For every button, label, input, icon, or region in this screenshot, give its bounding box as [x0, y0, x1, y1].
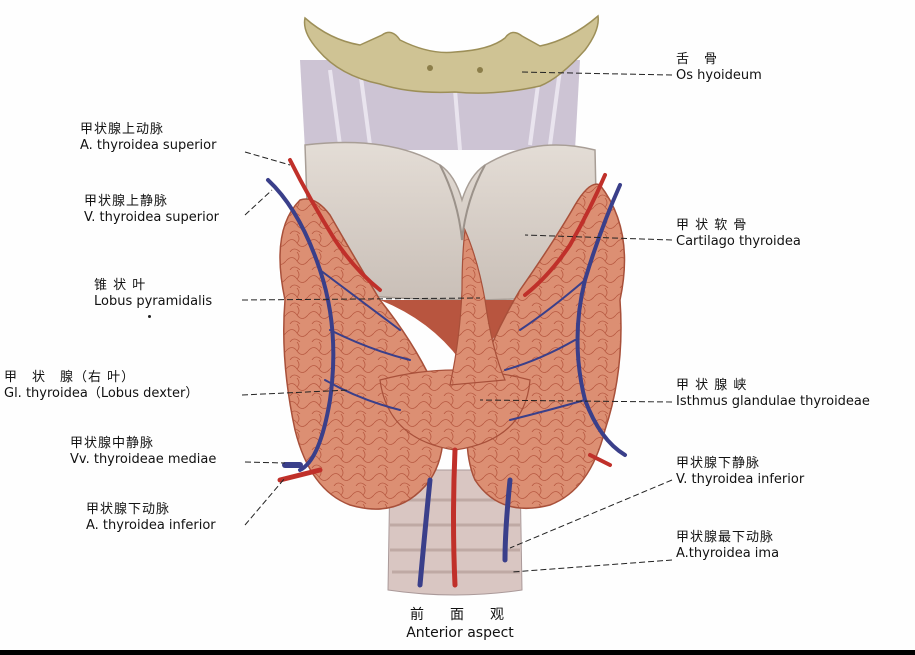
label-vv-thyroideae-mediae: 甲状腺中静脉 Vv. thyroideae mediae [70, 436, 216, 468]
stray-dot [148, 315, 151, 318]
pyramidal-lobe [449, 227, 506, 386]
isthmus [379, 369, 531, 451]
label-zh: 甲 状 腺 峡 [676, 378, 748, 393]
label-zh: 甲状腺中静脉 [70, 436, 155, 451]
label-a-thyroidea-inferior: 甲状腺下动脉 A. thyroidea inferior [86, 502, 216, 534]
label-latin: Os hyoideum [676, 68, 762, 83]
label-a-thyroidea-ima: 甲状腺最下动脉 A.thyroidea ima [676, 530, 779, 562]
label-zh: 甲状腺下动脉 [86, 502, 171, 517]
label-cartilago-thyroidea: 甲 状 软 骨 Cartilago thyroidea [676, 218, 801, 250]
label-latin: A.thyroidea ima [676, 546, 780, 561]
label-lobus-pyramidalis: 锥 状 叶 Lobus pyramidalis [94, 278, 212, 310]
label-isthmus: 甲 状 腺 峡 Isthmus glandulae thyroideae [676, 378, 870, 410]
label-latin: V. thyroidea inferior [676, 472, 805, 487]
label-zh: 甲 状 软 骨 [676, 218, 748, 233]
label-latin: A. thyroidea inferior [86, 518, 216, 533]
caption-zh: 前 面 观 [410, 607, 510, 623]
label-latin: Cartilago thyroidea [676, 234, 801, 249]
caption-latin: Anterior aspect [406, 625, 514, 641]
label-v-thyroidea-superior: 甲状腺上静脉 V. thyroidea superior [84, 194, 219, 226]
label-latin: A. thyroidea superior [80, 138, 217, 153]
label-latin: V. thyroidea superior [84, 210, 220, 225]
label-a-thyroidea-superior: 甲状腺上动脉 A. thyroidea superior [80, 122, 216, 154]
label-zh: 甲 状 腺（右 叶） [4, 370, 136, 385]
label-latin: Isthmus glandulae thyroideae [676, 394, 870, 409]
label-zh: 舌 骨 [676, 52, 719, 67]
label-zh: 甲状腺最下动脉 [676, 530, 775, 545]
label-v-thyroidea-inferior: 甲状腺下静脉 V. thyroidea inferior [676, 456, 804, 488]
label-zh: 甲状腺上静脉 [84, 194, 169, 209]
label-latin: Gl. thyroidea（Lobus dexter） [4, 386, 199, 401]
hyoid-bone [303, 14, 599, 94]
label-latin: Vv. thyroideae mediae [70, 452, 217, 467]
thyroid-cartilage [304, 141, 599, 301]
figure-caption: 前 面 观 Anterior aspect [380, 606, 540, 642]
label-zh: 锥 状 叶 [94, 278, 147, 293]
label-lobus-dexter: 甲 状 腺（右 叶） Gl. thyroidea（Lobus dexter） [4, 370, 198, 402]
label-zh: 甲状腺上动脉 [80, 122, 165, 137]
label-os-hyoideum: 舌 骨 Os hyoideum [676, 52, 762, 84]
label-latin: Lobus pyramidalis [94, 294, 213, 309]
label-zh: 甲状腺下静脉 [676, 456, 761, 471]
